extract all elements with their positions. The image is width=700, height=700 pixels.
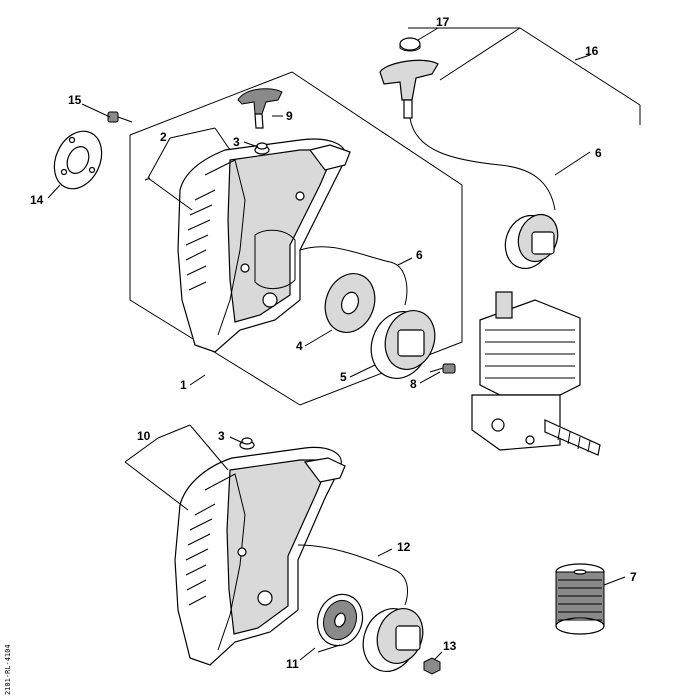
screw-15	[107, 111, 133, 123]
label-part-14: 14	[30, 193, 44, 207]
rope-rotor-12	[297, 544, 424, 672]
engine-block	[471, 291, 601, 456]
drawing-code: 2101-RL-4104	[4, 644, 12, 695]
label-part-6-mid: 6	[416, 248, 423, 262]
label-part-3-upper: 3	[233, 135, 240, 149]
label-part-2: 2	[160, 130, 167, 144]
grommet-3-upper	[254, 142, 270, 155]
label-part-12: 12	[397, 540, 411, 554]
rewind-spring-11	[316, 593, 364, 647]
starter-grip-9	[237, 88, 283, 129]
grip-assembly-16	[379, 59, 556, 211]
label-part-13: 13	[443, 639, 457, 653]
label-part-16: 16	[585, 44, 599, 58]
assembly-frame-1	[129, 71, 463, 406]
label-part-9: 9	[286, 109, 293, 123]
leader-lines	[47, 27, 641, 661]
grommet-3-lower	[239, 437, 255, 450]
label-part-7: 7	[630, 570, 637, 584]
washer-14	[53, 130, 103, 190]
rope-rotor-5	[299, 246, 436, 379]
rope-spool-7	[555, 563, 605, 635]
nut-13	[423, 657, 441, 675]
label-part-11: 11	[286, 657, 299, 671]
rewind-spring-4	[324, 273, 376, 333]
label-part-15: 15	[68, 93, 82, 107]
fan-housing-upper	[177, 138, 351, 353]
label-part-10: 10	[137, 429, 151, 443]
label-part-4: 4	[296, 339, 303, 353]
label-part-3-lower: 3	[218, 429, 225, 443]
label-part-8: 8	[410, 377, 417, 391]
screw-8	[429, 363, 456, 374]
rope-rotor-right	[504, 213, 559, 270]
label-part-1: 1	[180, 378, 187, 392]
label-part-6-right: 6	[595, 146, 602, 160]
grip-cap-17	[399, 37, 421, 52]
fan-housing-lower	[174, 446, 346, 666]
label-part-5: 5	[340, 370, 347, 384]
label-part-17: 17	[436, 15, 450, 29]
